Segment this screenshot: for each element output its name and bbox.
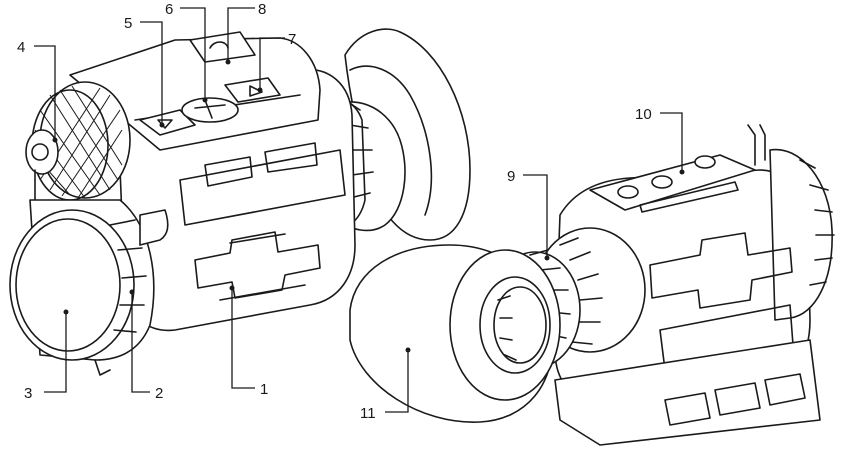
callout-2: 2 — [155, 385, 163, 402]
strap-bracket — [139, 209, 169, 246]
top-rail — [589, 124, 766, 213]
callout-9: 9 — [507, 168, 515, 185]
callout-leaders — [34, 7, 685, 413]
callout-5: 5 — [124, 15, 132, 32]
callout-8: 8 — [258, 1, 266, 18]
callout-1: 1 — [260, 381, 268, 398]
device-rear-view — [349, 124, 835, 446]
top-buttons-left — [139, 31, 281, 136]
rear-grip-pattern — [554, 232, 821, 446]
callout-7: 7 — [288, 31, 296, 48]
objective-lens — [9, 199, 155, 376]
eyecup-detached — [349, 244, 561, 423]
callout-10: 10 — [635, 106, 652, 123]
callout-numbers: 1 2 3 4 5 6 7 8 9 10 11 — [17, 1, 652, 422]
device-front-view — [9, 28, 471, 376]
callout-3: 3 — [24, 385, 32, 402]
callout-6: 6 — [165, 1, 173, 18]
callout-4: 4 — [17, 39, 25, 56]
focus-knob — [25, 81, 131, 216]
callout-11: 11 — [360, 405, 376, 422]
main-body-left — [69, 37, 356, 332]
